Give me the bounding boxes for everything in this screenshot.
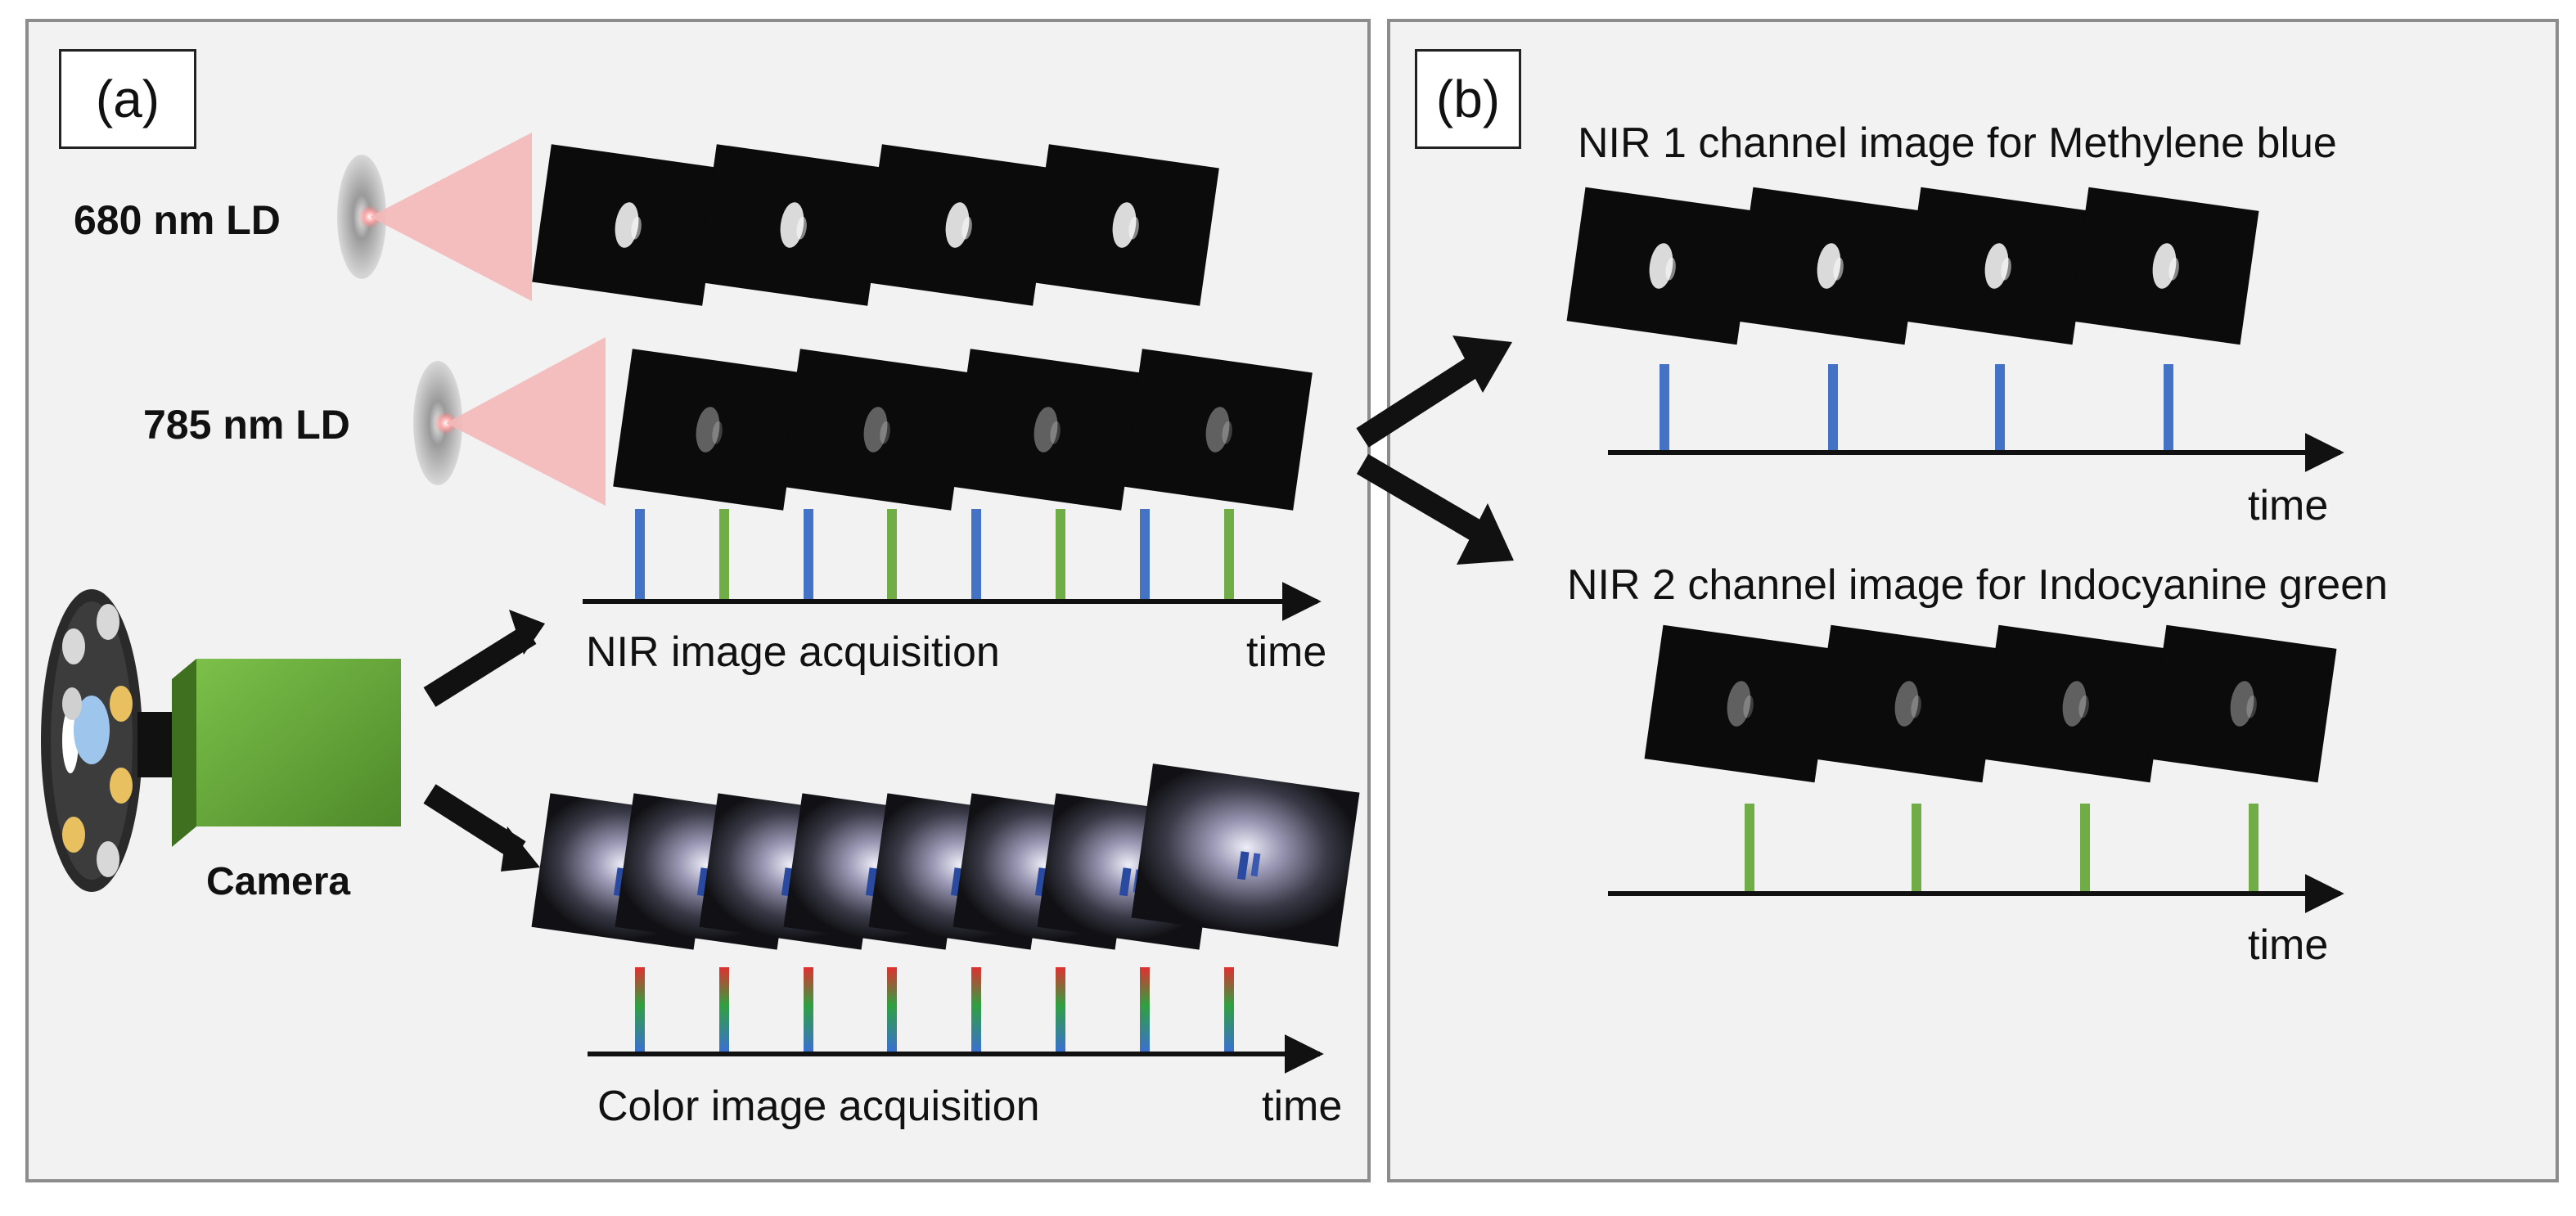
nir-time-label: time xyxy=(1246,628,1327,676)
nir-pulse-680 xyxy=(804,509,813,599)
nir1-title: NIR 1 channel image for Methylene blue xyxy=(1578,119,2337,167)
nir-680-frames xyxy=(532,144,1219,306)
nir-680-frame xyxy=(1029,144,1219,306)
nir2-pulse xyxy=(2249,804,2259,892)
nir1-pulse xyxy=(1995,364,2005,450)
nir-pulse-785 xyxy=(719,509,729,599)
nir1-pulse xyxy=(1828,364,1838,450)
nir-680-frame xyxy=(532,144,722,306)
nir1-pulse xyxy=(2164,364,2173,450)
filter-wheel-icon xyxy=(41,589,142,892)
nir1-pulse xyxy=(1660,364,1669,450)
camera-icon xyxy=(137,659,401,847)
nir1-pulse-train xyxy=(1660,364,2173,450)
nir-pulse-680 xyxy=(1140,509,1150,599)
nir2-pulse xyxy=(2080,804,2090,892)
nir1-split-arrow-head xyxy=(1452,336,1512,393)
nir-pulse-680 xyxy=(635,509,645,599)
nir2-frame xyxy=(2147,624,2337,783)
nir-acquisition-label: NIR image acquisition xyxy=(586,628,1000,676)
color-pulse xyxy=(719,967,729,1052)
panel-b-tag: (b) xyxy=(1415,49,1521,149)
nir2-time-label: time xyxy=(2248,921,2329,969)
nir1-frame xyxy=(1566,187,1756,345)
nir-785-frame xyxy=(951,349,1141,511)
color-output-arrow-head xyxy=(501,826,540,871)
panel-a-tag: (a) xyxy=(59,49,196,149)
color-frames xyxy=(531,763,1360,950)
color-pulse xyxy=(804,967,813,1052)
laser-680-beam xyxy=(370,133,532,301)
nir2-pulse xyxy=(1745,804,1754,892)
color-time-label: time xyxy=(1262,1083,1343,1130)
laser-785-beam xyxy=(446,337,606,506)
nir-pulse-785 xyxy=(1056,509,1065,599)
color-output-arrow-shaft xyxy=(423,784,526,861)
nir1-frames xyxy=(1566,187,2259,345)
nir2-split-arrow-head xyxy=(1457,503,1514,565)
nir2-frames xyxy=(1644,624,2337,783)
laser-785-diode xyxy=(413,361,462,485)
nir2-pulse-train xyxy=(1745,804,2259,892)
color-pulse xyxy=(1224,967,1234,1052)
color-pulse xyxy=(971,967,981,1052)
nir1-time-label: time xyxy=(2248,482,2329,529)
nir2-title: NIR 2 channel image for Indocyanine gree… xyxy=(1567,561,2389,609)
color-pulse xyxy=(635,967,645,1052)
color-acquisition-label: Color image acquisition xyxy=(597,1083,1040,1130)
color-pulse-train xyxy=(635,967,1234,1052)
camera-label: Camera xyxy=(206,860,351,903)
color-frame xyxy=(1131,763,1360,947)
nir-785-frame xyxy=(613,349,803,511)
nir-785-frame xyxy=(781,349,971,511)
nir2-frame xyxy=(1979,624,2169,783)
nir-pulse-680 xyxy=(971,509,981,599)
color-pulse xyxy=(887,967,897,1052)
nir-680-frame xyxy=(697,144,887,306)
nir1-frame xyxy=(1902,187,2092,345)
nir1-frame xyxy=(2069,187,2259,345)
nir2-frame xyxy=(1812,624,2002,783)
nir2-pulse xyxy=(1912,804,1921,892)
nir-output-arrow-shaft xyxy=(423,624,537,707)
color-pulse xyxy=(1140,967,1150,1052)
nir-pulse-785 xyxy=(887,509,897,599)
nir2-split-arrow-shaft xyxy=(1356,453,1488,544)
laser-680-label: 680 nm LD xyxy=(74,197,281,243)
nir-785-frame xyxy=(1123,349,1313,511)
laser-785-label: 785 nm LD xyxy=(143,402,350,448)
nir-output-arrow-head xyxy=(509,610,545,655)
nir2-frame xyxy=(1644,624,1834,783)
nir-pulse-train xyxy=(635,509,1234,599)
color-pulse xyxy=(1056,967,1065,1052)
nir-pulse-785 xyxy=(1224,509,1234,599)
nir-785-frames xyxy=(613,349,1313,511)
nir1-frame xyxy=(1734,187,1924,345)
nir-680-frame xyxy=(862,144,1052,306)
nir1-split-arrow-shaft xyxy=(1356,354,1484,448)
